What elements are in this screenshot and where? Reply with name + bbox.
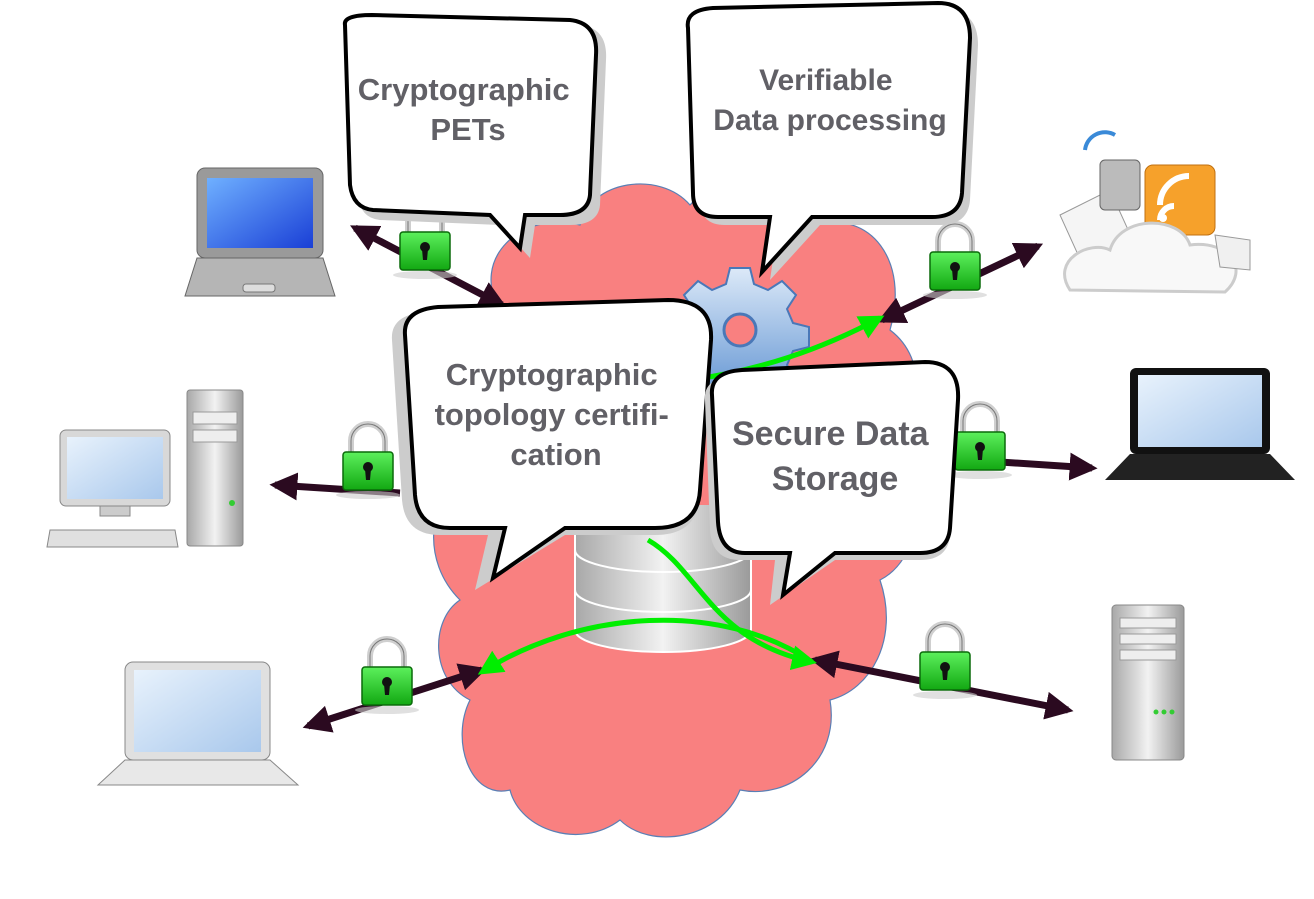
bubble-text: Cryptographic topology certifi- cation	[435, 357, 678, 472]
laptop-icon-bottom-left	[96, 661, 300, 786]
desktop-computer-icon	[46, 389, 244, 548]
bubble-cryptographic-topology-certification: Cryptographic topology certifi- cation	[391, 297, 714, 590]
lock-icon-top-right	[923, 224, 987, 299]
flow-to-cloud-services	[689, 315, 885, 383]
bubble-text: Secure Data Storage	[732, 415, 938, 498]
laptop-icon-black	[1105, 368, 1295, 480]
flow-to-left-laptop	[477, 617, 814, 675]
laptop-icon-top-left	[184, 167, 336, 297]
bubble-text: Verifiable Data processing	[713, 64, 946, 137]
bubble-text: Cryptographic PETs	[358, 72, 578, 147]
bubble-secure-data-storage: Secure Data Storage	[704, 359, 961, 605]
bubble-cryptographic-pets: Cryptographic PETs	[342, 12, 607, 258]
cloud-services-icon	[1059, 130, 1251, 294]
data-flows	[477, 315, 885, 675]
flow-to-server	[646, 537, 817, 670]
link-black-laptop	[999, 452, 1098, 481]
lock-icon-bottom-left	[355, 639, 419, 714]
lock-icon-bottom-right	[913, 624, 977, 699]
bubble-verifiable-data-processing: Verifiable Data processing	[685, 0, 978, 280]
server-icon	[1111, 604, 1185, 761]
lock-icon-left	[336, 424, 400, 499]
